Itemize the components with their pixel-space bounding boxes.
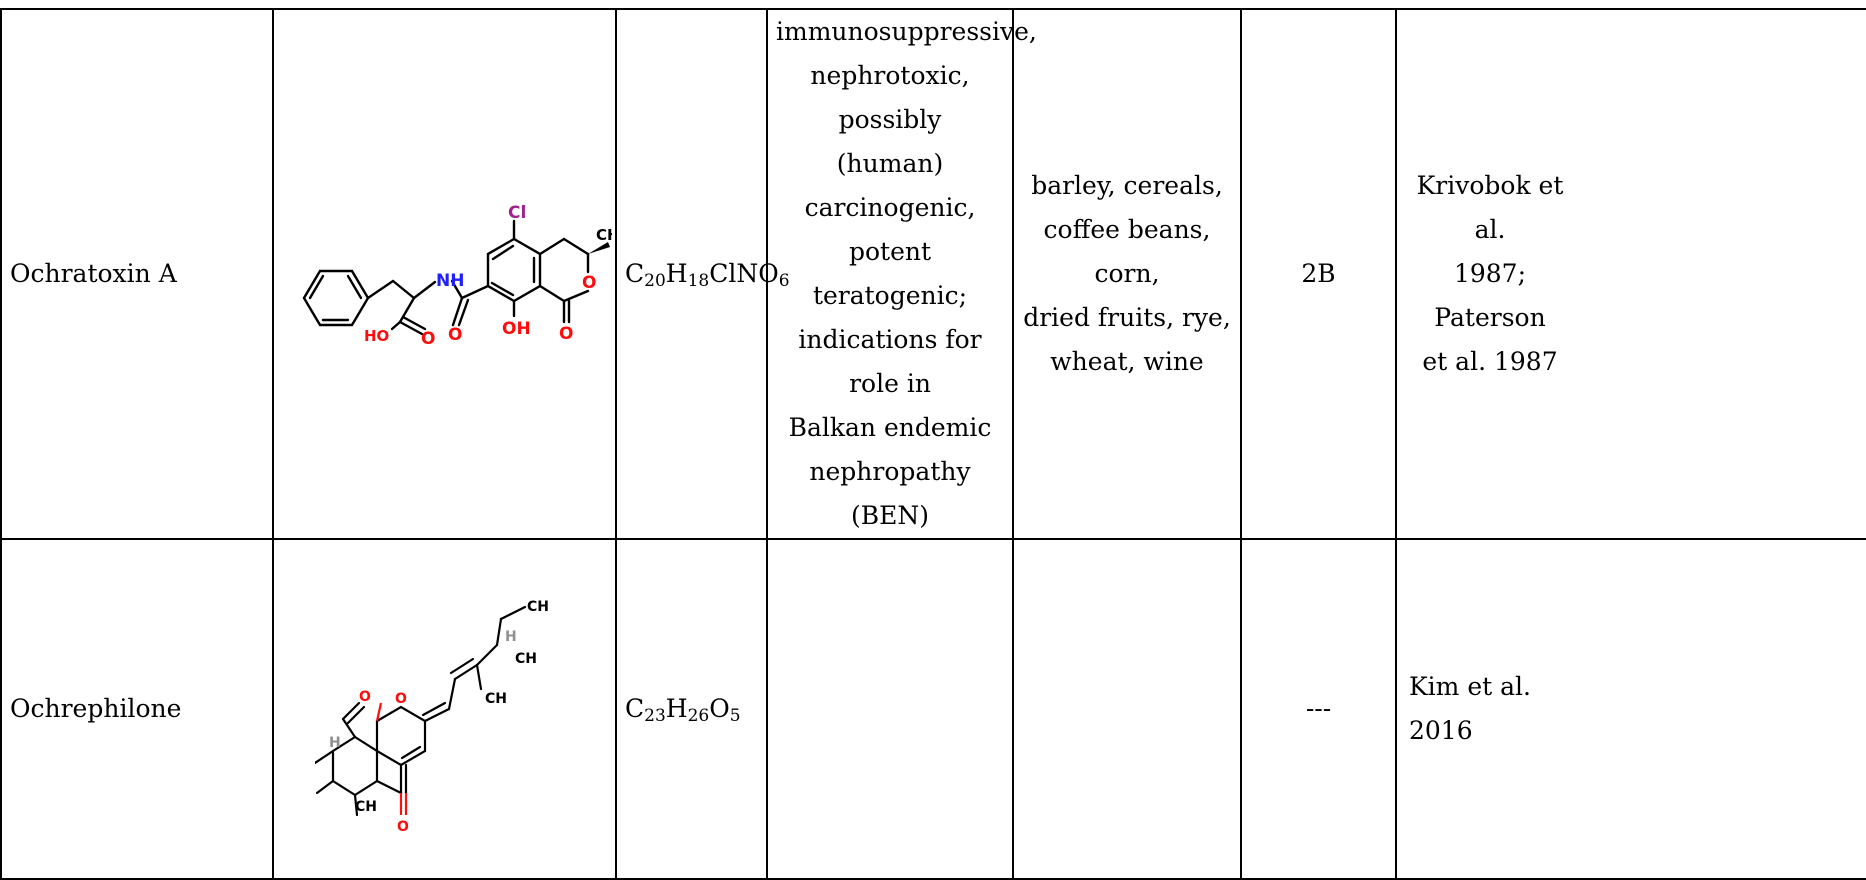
atom-label: CH (515, 651, 537, 667)
atom-label: O (448, 325, 462, 345)
compound-name: Ochrephilone (0, 538, 274, 880)
occurrence-cell: barley, cereals, coffee beans, corn, dri… (1012, 8, 1242, 540)
atom-label: Cl (508, 203, 526, 223)
atom-label: O (582, 273, 596, 293)
atom-label: NH (436, 271, 464, 291)
mycotoxin-table: Ochratoxin A (0, 8, 1866, 880)
table-row: Ochratoxin A (0, 8, 1866, 540)
ochrephilone-structure-icon: CH H CH CH O O H CH O (314, 599, 549, 835)
atom-label: CH (485, 691, 507, 707)
reference-cell: Krivobok et al. 1987; Paterson et al. 19… (1395, 8, 1866, 540)
occurrence-cell (1012, 538, 1242, 880)
structure-cell: CH H CH CH O O H CH O (272, 538, 617, 880)
reference-cell: Kim et al. 2016 (1395, 538, 1866, 880)
iarc-class-cell: 2B (1240, 8, 1397, 540)
atom-label: H (329, 735, 341, 751)
atom-label: O (395, 691, 407, 707)
toxicity-cell: immunosuppressive, nephrotoxic, possibly… (766, 8, 1037, 540)
molecular-formula: C20H18ClNO6 (615, 8, 790, 540)
atom-label: O (359, 689, 371, 705)
atom-label: CH (355, 799, 377, 815)
atom-label: H (505, 629, 517, 645)
table-row: Ochrephilone (0, 538, 1866, 880)
atom-label: HO (364, 327, 389, 345)
atom-label: OH (502, 319, 531, 339)
ochratoxin-a-structure-icon: Cl CH 3 NH HO O O OH O O (302, 203, 612, 349)
atom-label: CH (527, 599, 549, 615)
compound-name: Ochratoxin A (0, 8, 274, 540)
atom-label: O (397, 819, 409, 835)
atom-label: O (421, 329, 435, 349)
atom-label: CH (596, 226, 612, 244)
toxicity-cell (766, 538, 1014, 880)
iarc-class-cell: --- (1240, 538, 1397, 880)
atom-label: O (559, 324, 573, 344)
structure-cell: Cl CH 3 NH HO O O OH O O (272, 8, 617, 540)
molecular-formula: C23H26O5 (615, 538, 768, 880)
